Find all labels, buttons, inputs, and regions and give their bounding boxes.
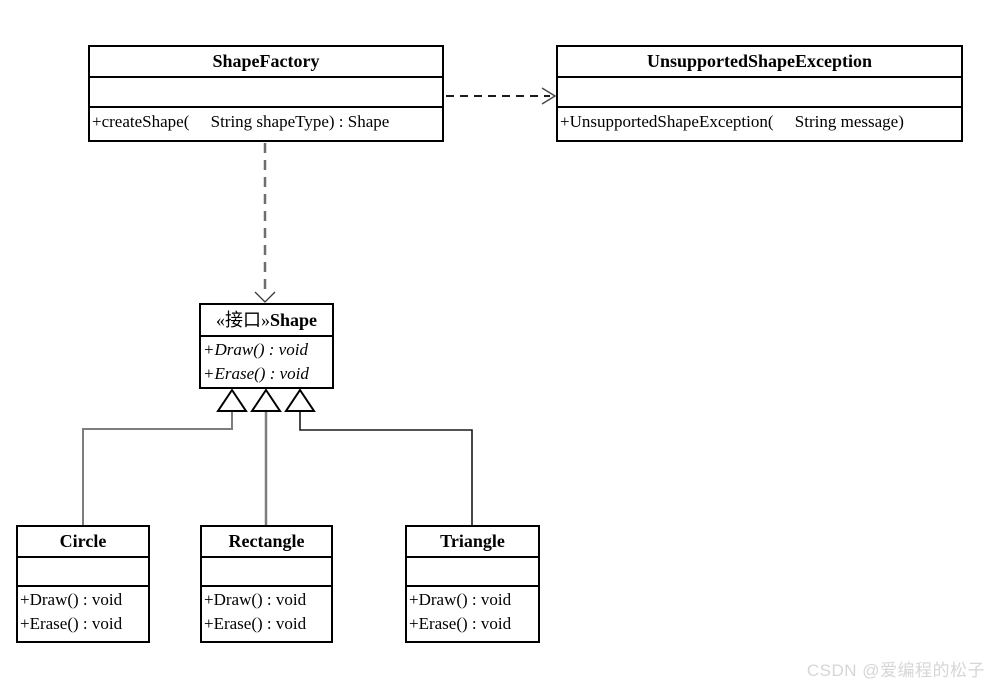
class-box-shapefactory: ShapeFactory +createShape( String shapeT… <box>88 45 444 142</box>
methods-compartment: +UnsupportedShapeException( String messa… <box>558 108 961 135</box>
interface-name: Shape <box>269 310 318 330</box>
open-arrowhead-right-icon <box>541 87 557 105</box>
hollow-triangle-arrowhead-icon <box>216 388 248 412</box>
class-box-rectangle: Rectangle +Draw() : void +Erase() : void <box>200 525 333 643</box>
class-title-circle: Circle <box>18 527 148 558</box>
class-title-triangle: Triangle <box>407 527 538 558</box>
interface-stereotype: «接口» <box>215 310 270 330</box>
hollow-triangle-arrowhead-icon <box>250 388 282 412</box>
class-title-unsupportedshapeexception: UnsupportedShapeException <box>558 47 961 78</box>
method-draw: +Draw() : void <box>204 590 307 609</box>
open-arrowhead-down-icon <box>254 291 276 303</box>
methods-compartment: +Draw() : void +Erase() : void <box>407 587 538 636</box>
attributes-compartment <box>202 558 331 587</box>
attributes-compartment <box>90 78 442 108</box>
method-erase: +Erase() : void <box>203 364 309 383</box>
attributes-compartment <box>407 558 538 587</box>
realization-line-circle <box>82 410 233 525</box>
methods-compartment: +Draw() : void +Erase() : void <box>201 337 332 386</box>
class-box-unsupportedshapeexception: UnsupportedShapeException +UnsupportedSh… <box>556 45 963 142</box>
method-draw: +Draw() : void <box>409 590 512 609</box>
csdn-watermark: CSDN @爱编程的松子 <box>806 661 985 680</box>
class-box-circle: Circle +Draw() : void +Erase() : void <box>16 525 150 643</box>
attributes-compartment <box>18 558 148 587</box>
class-title-shapefactory: ShapeFactory <box>90 47 442 78</box>
method-createshape: +createShape( String shapeType) : Shape <box>92 112 390 131</box>
method-constructor: +UnsupportedShapeException( String messa… <box>560 112 904 131</box>
method-draw: +Draw() : void <box>203 340 308 359</box>
class-box-triangle: Triangle +Draw() : void +Erase() : void <box>405 525 540 643</box>
method-erase: +Erase() : void <box>204 614 307 633</box>
class-title-rectangle: Rectangle <box>202 527 331 558</box>
class-box-shape-interface: «接口»Shape +Draw() : void +Erase() : void <box>199 303 334 389</box>
realization-line-triangle <box>299 410 473 525</box>
method-draw: +Draw() : void <box>20 590 123 609</box>
class-title-shape-interface: «接口»Shape <box>201 305 332 337</box>
methods-compartment: +Draw() : void +Erase() : void <box>202 587 331 636</box>
method-erase: +Erase() : void <box>20 614 123 633</box>
methods-compartment: +Draw() : void +Erase() : void <box>18 587 148 636</box>
method-erase: +Erase() : void <box>409 614 512 633</box>
methods-compartment: +createShape( String shapeType) : Shape <box>90 108 442 135</box>
attributes-compartment <box>558 78 961 108</box>
hollow-triangle-arrowhead-icon <box>284 388 316 412</box>
